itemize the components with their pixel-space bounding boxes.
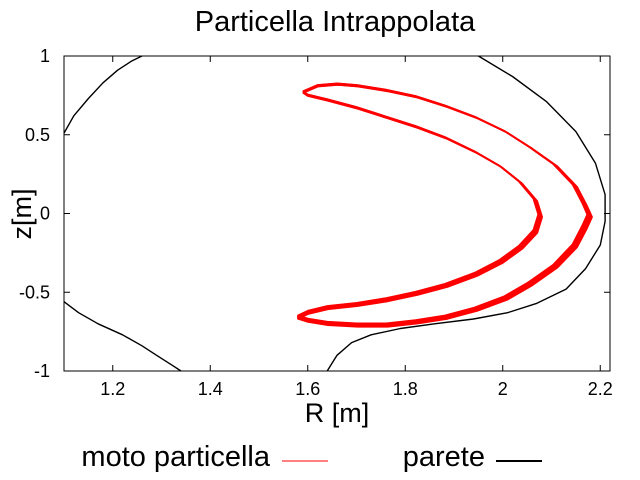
legend: moto particella parete: [81, 441, 542, 473]
y-tick-label-4: 1: [40, 46, 50, 66]
wall-line-2: [63, 301, 182, 372]
x-tick-label-2: 1.6: [295, 379, 320, 399]
particle-orbit-line-4: [297, 83, 591, 326]
axis-ticks: 1.2 1.4 1.6 1.8 2 2.2 -1 -0.5 0 0.5 1: [19, 46, 613, 399]
wall-line-1: [326, 55, 606, 372]
wall-line-0: [63, 55, 143, 134]
chart-title: Particella Intrappolata: [195, 6, 476, 38]
particle-orbit-line-7: [297, 84, 593, 328]
particle-orbit-line-8: [297, 84, 593, 328]
x-tick-label-5: 2.2: [588, 379, 613, 399]
y-tick-label-3: 0.5: [25, 125, 50, 145]
x-tick-label-3: 1.8: [393, 379, 418, 399]
legend-label-moto-particella: moto particella: [81, 441, 270, 473]
y-tick-label-0: -1: [34, 361, 50, 381]
x-axis-label: R [m]: [305, 398, 370, 428]
legend-label-parete: parete: [403, 441, 485, 473]
particle-orbit-line-6: [297, 83, 592, 327]
y-axis-label: z[m]: [7, 189, 37, 240]
x-tick-label-1: 1.4: [198, 379, 223, 399]
x-tick-label-0: 1.2: [100, 379, 125, 399]
y-tick-label-2: 0: [40, 204, 50, 224]
x-tick-label-4: 2: [498, 379, 508, 399]
y-tick-label-1: -0.5: [19, 282, 50, 302]
plot-curves: [63, 55, 606, 372]
particle-orbit-line-5: [297, 83, 592, 327]
